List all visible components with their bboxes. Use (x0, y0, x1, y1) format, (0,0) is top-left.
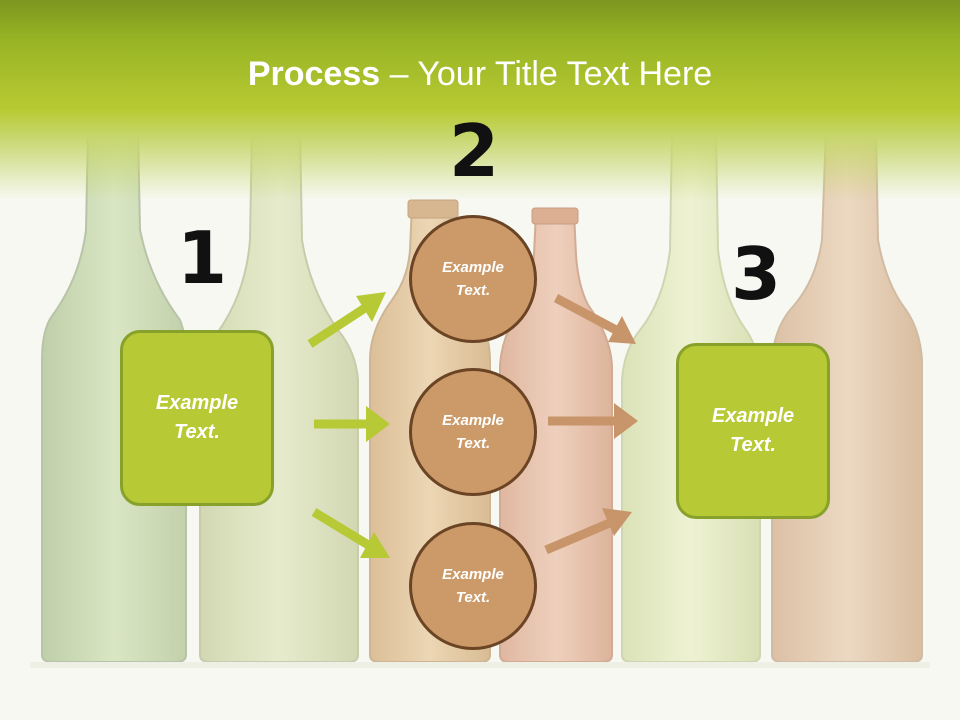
arrow-right-tan (548, 403, 638, 439)
step2-circle-bottom: Example Text. (409, 522, 537, 650)
title-bold: Process (247, 55, 381, 93)
step3-text: Example Text. (711, 405, 795, 456)
step-number-1: 1 (177, 216, 228, 300)
arrow-up-right-green (307, 292, 386, 348)
step-number-3: 3 (731, 232, 782, 316)
arrow-right-green (314, 406, 390, 442)
circle-bottom-text: Example Text. (442, 566, 504, 606)
step-number-2: 2 (449, 109, 500, 193)
step1-text-box: Example Text. (120, 330, 274, 506)
slide-title: Process – Your Title Text Here (0, 52, 960, 96)
step2-circle-top: Example Text. (409, 215, 537, 343)
arrow-down-right-tan (553, 294, 636, 344)
title-rest: – Your Title Text Here (380, 55, 713, 93)
arrow-up-right-tan (544, 508, 632, 555)
step1-text: Example Text. (155, 392, 239, 443)
arrow-down-right-green (311, 508, 390, 558)
step2-circle-middle: Example Text. (409, 368, 537, 496)
title-bar (0, 0, 960, 200)
circle-top-text: Example Text. (442, 259, 504, 299)
circle-middle-text: Example Text. (442, 412, 504, 452)
step3-text-box: Example Text. (676, 343, 830, 519)
